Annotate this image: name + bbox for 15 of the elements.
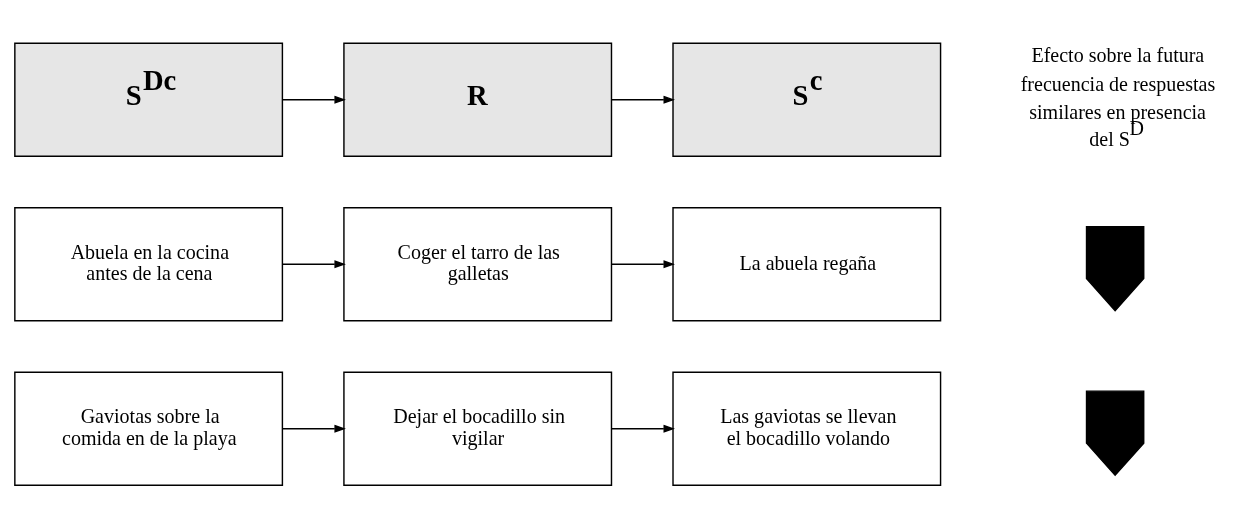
node-box: La abuela regaña xyxy=(672,206,942,321)
node-box: Las gaviotas se llevan el bocadillo volando xyxy=(672,371,942,486)
arrow xyxy=(282,259,346,268)
node-box: R xyxy=(343,41,613,157)
arrow xyxy=(611,95,675,104)
node-box: Dejar el bocadillo sin vigilar xyxy=(343,371,613,486)
arrow xyxy=(611,259,675,268)
node-arrow xyxy=(1085,225,1145,312)
node-arrow xyxy=(1085,389,1145,476)
arrow xyxy=(611,424,675,433)
arrow xyxy=(282,95,346,104)
node-box: Coger el tarro de las galletas xyxy=(343,206,613,321)
node-box: Abuela en la cocina antes de la cena xyxy=(14,206,284,321)
node-box: Gaviotas sobre la comida en de la playa xyxy=(14,371,284,486)
arrow xyxy=(282,424,346,433)
